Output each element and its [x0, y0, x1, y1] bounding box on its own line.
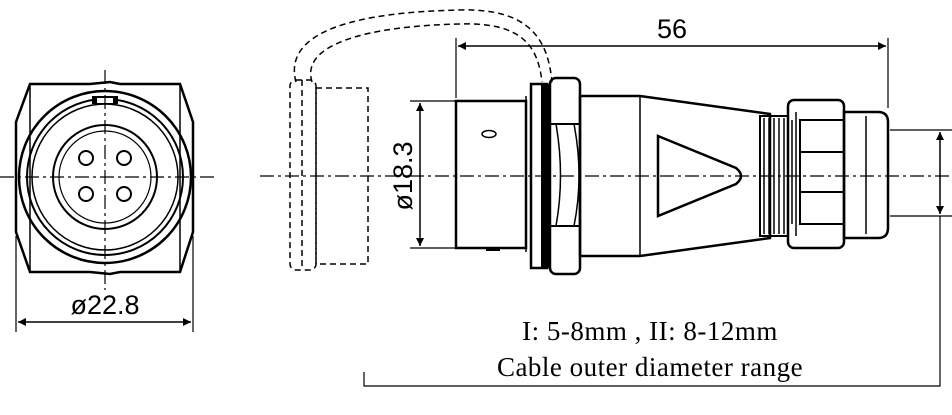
- cable-range-dimension: [363, 129, 952, 387]
- flange-diameter-dimension: ø22.8: [15, 236, 194, 332]
- alignment-arrow-mark: [656, 134, 743, 218]
- note-line-1: I: 5-8mm , II: 8-12mm: [522, 316, 778, 346]
- cable-diameter-note: I: 5-8mm , II: 8-12mm Cable outer diamet…: [497, 316, 803, 382]
- body-diameter-dimension: ø18.3: [388, 100, 456, 249]
- pin-4: [116, 186, 132, 202]
- front-view: [0, 70, 215, 290]
- cable-seal: [842, 110, 890, 240]
- side-view: [260, 9, 952, 276]
- dust-cap: [289, 79, 317, 271]
- flange-diameter-label: ø22.8: [70, 290, 139, 320]
- note-line-2: Cable outer diameter range: [497, 352, 803, 382]
- body-diameter-label: ø18.3: [388, 141, 418, 210]
- pin-2: [116, 150, 132, 166]
- body-marking: [481, 129, 497, 139]
- receptacle-body: [454, 99, 528, 250]
- length-dimension: 56: [455, 14, 889, 108]
- length-label: 56: [657, 14, 687, 44]
- gland-nut: [786, 98, 846, 250]
- pin-3: [78, 186, 94, 202]
- pin-1: [78, 150, 94, 166]
- front-hex-nut: [14, 80, 195, 276]
